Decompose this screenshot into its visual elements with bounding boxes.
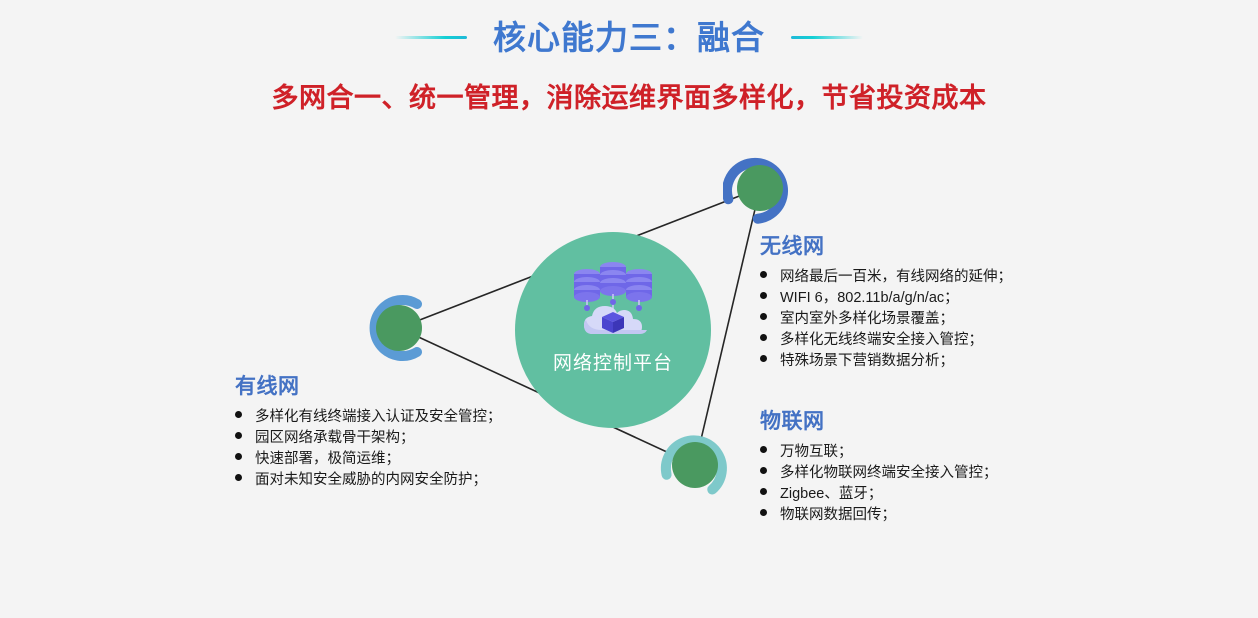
- list-item-label: 网络最后一百米，有线网络的延伸；: [780, 269, 1012, 285]
- list-item: 网络最后一百米，有线网络的延伸；: [760, 267, 1012, 288]
- bullet-icon: [760, 355, 767, 362]
- node-wired-arc-icon: [369, 295, 422, 361]
- bullet-icon: [760, 509, 767, 516]
- bullet-icon: [235, 432, 242, 439]
- list-item: WIFI 6，802.11b/a/g/n/ac；: [760, 288, 1012, 309]
- section-wireless: 无线网 网络最后一百米，有线网络的延伸； WIFI 6，802.11b/a/g/…: [760, 230, 1012, 372]
- node-wired-dot: [376, 305, 422, 351]
- list-item-label: 室内室外多样化场景覆盖；: [780, 311, 954, 327]
- bullet-icon: [760, 313, 767, 320]
- list-item-label: 园区网络承载骨干架构；: [255, 430, 415, 446]
- list-item: 物联网数据回传；: [760, 505, 998, 526]
- list-item-label: 万物互联；: [780, 444, 853, 460]
- title-row: 核心能力三：融合: [0, 14, 1258, 60]
- title-accent-line-right: [791, 35, 863, 39]
- section-wireless-title: 无线网: [760, 235, 825, 258]
- list-item: 万物互联；: [760, 442, 998, 463]
- page-title: 核心能力三：融合: [493, 18, 765, 56]
- node-wireless-dot: [737, 165, 783, 211]
- node-wireless[interactable]: [723, 151, 797, 225]
- cloud-database-icon: [574, 262, 652, 334]
- hub-network-control-platform[interactable]: 网络控制平台: [515, 232, 711, 428]
- bullet-icon: [235, 453, 242, 460]
- list-item-label: 快速部署，极简运维；: [255, 451, 400, 467]
- list-item: 园区网络承载骨干架构；: [235, 428, 502, 449]
- list-item-label: Zigbee、蓝牙；: [780, 486, 883, 502]
- bullet-icon: [760, 271, 767, 278]
- bullet-icon: [760, 446, 767, 453]
- list-item-label: 物联网数据回传；: [780, 507, 896, 523]
- page-subtitle: 多网合一、统一管理，消除运维界面多样化，节省投资成本: [271, 83, 987, 113]
- section-iot-title: 物联网: [760, 410, 825, 433]
- list-item: Zigbee、蓝牙；: [760, 484, 998, 505]
- list-item-label: 多样化有线终端接入认证及安全管控；: [255, 409, 502, 425]
- bullet-icon: [235, 474, 242, 481]
- list-item-label: WIFI 6，802.11b/a/g/n/ac；: [780, 290, 959, 306]
- list-item: 多样化无线终端安全接入管控；: [760, 330, 1012, 351]
- bullet-icon: [760, 292, 767, 299]
- list-item: 面对未知安全威胁的内网安全防护；: [235, 470, 502, 491]
- bullet-icon: [760, 488, 767, 495]
- section-wired-list: 多样化有线终端接入认证及安全管控； 园区网络承载骨干架构； 快速部署，极简运维；…: [235, 407, 502, 491]
- node-iot[interactable]: [658, 428, 732, 502]
- bullet-icon: [760, 467, 767, 474]
- section-wired: 有线网 多样化有线终端接入认证及安全管控； 园区网络承载骨干架构； 快速部署，极…: [235, 370, 502, 491]
- bullet-icon: [760, 334, 767, 341]
- section-wired-title: 有线网: [235, 375, 300, 398]
- node-wired[interactable]: [362, 291, 436, 365]
- list-item: 快速部署，极简运维；: [235, 449, 502, 470]
- list-item: 多样化物联网终端安全接入管控；: [760, 463, 998, 484]
- section-iot-list: 万物互联； 多样化物联网终端安全接入管控； Zigbee、蓝牙； 物联网数据回传…: [760, 442, 998, 526]
- list-item-label: 多样化物联网终端安全接入管控；: [780, 465, 998, 481]
- section-wireless-list: 网络最后一百米，有线网络的延伸； WIFI 6，802.11b/a/g/n/ac…: [760, 267, 1012, 372]
- list-item-label: 面对未知安全威胁的内网安全防护；: [255, 472, 487, 488]
- list-item: 多样化有线终端接入认证及安全管控；: [235, 407, 502, 428]
- title-accent-line-left: [395, 35, 467, 39]
- list-item: 特殊场景下营销数据分析；: [760, 351, 1012, 372]
- node-iot-arc-icon: [660, 435, 727, 495]
- network-diagram: 网络控制平台 无线网 网络最后一百米，有线网络的延伸；: [0, 130, 1258, 560]
- bullet-icon: [235, 411, 242, 418]
- node-iot-dot: [672, 442, 718, 488]
- list-item-label: 特殊场景下营销数据分析；: [780, 353, 954, 369]
- section-iot: 物联网 万物互联； 多样化物联网终端安全接入管控； Zigbee、蓝牙； 物联网…: [760, 405, 998, 526]
- list-item: 室内室外多样化场景覆盖；: [760, 309, 1012, 330]
- hub-label: 网络控制平台: [552, 353, 673, 374]
- list-item-label: 多样化无线终端安全接入管控；: [780, 332, 983, 348]
